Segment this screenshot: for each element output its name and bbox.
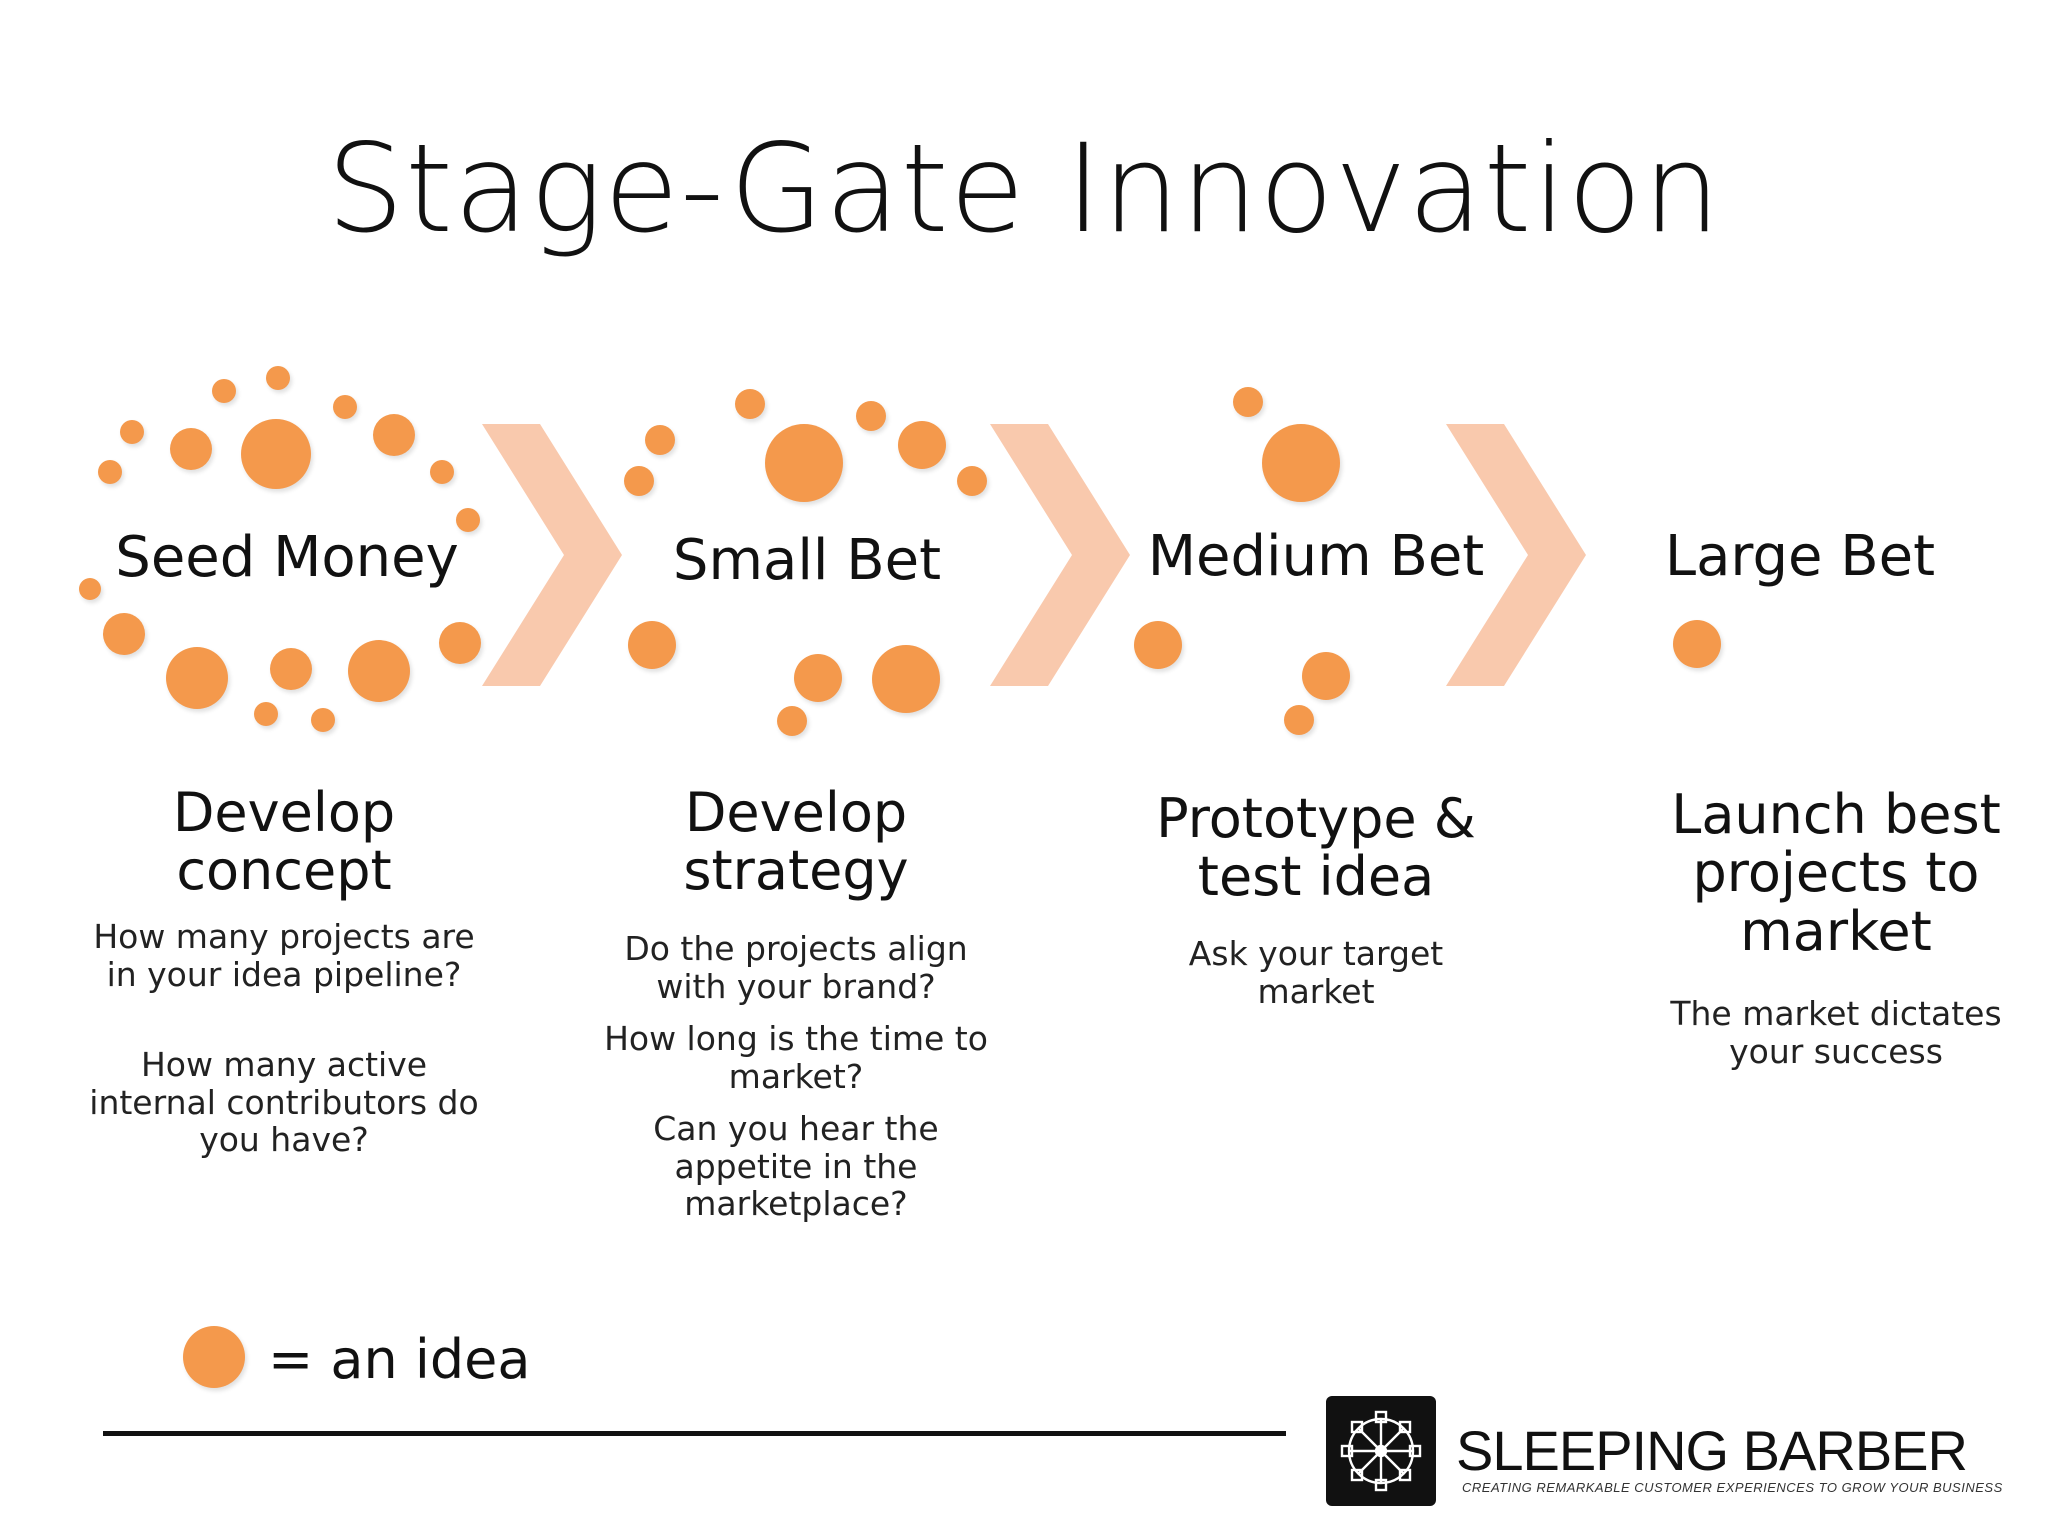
network-wheel-icon [1326, 1396, 1436, 1506]
legend-idea-dot [183, 1326, 245, 1388]
brand-name: SLEEPING BARBER [1456, 1419, 1968, 1482]
stage-question: How many projects are in your idea pipel… [93, 917, 475, 994]
idea-dot [79, 578, 101, 600]
idea-dot [1134, 621, 1182, 669]
stage-question: How long is the time to market? [604, 1019, 988, 1096]
idea-dot [430, 460, 454, 484]
idea-dot [170, 428, 212, 470]
chevron-arrow-3 [1446, 424, 1586, 686]
brand-tagline: CREATING REMARKABLE CUSTOMER EXPERIENCES… [1462, 1480, 2003, 1495]
idea-dot [439, 622, 481, 664]
idea-dot [856, 401, 886, 431]
idea-dot [1302, 652, 1350, 700]
slide-title: Stage-Gate Innovation [326, 118, 1722, 260]
idea-dot [777, 706, 807, 736]
idea-dot [628, 621, 676, 669]
stage-action-develop-concept: Develop concept [172, 781, 396, 903]
stage-action-launch: Launch best projects to market [1671, 783, 2001, 963]
idea-dot [456, 508, 480, 532]
idea-dot [120, 420, 144, 444]
idea-dot [765, 424, 843, 502]
idea-dot [311, 708, 335, 732]
stage-question: Ask your target market [1188, 934, 1444, 1011]
idea-dot [166, 647, 228, 709]
idea-dot [1673, 620, 1721, 668]
idea-dot [241, 419, 311, 489]
stage-question: The market dictates your success [1670, 994, 2002, 1071]
stage-question: How many active internal contributors do… [89, 1045, 479, 1160]
stage-label-small-bet: Small Bet [672, 528, 942, 593]
idea-dot [735, 389, 765, 419]
idea-dot [103, 613, 145, 655]
chevron-arrow-1 [482, 424, 622, 686]
idea-dot [624, 466, 654, 496]
idea-dot [645, 425, 675, 455]
chevron-arrow-2 [990, 424, 1130, 686]
idea-dot [872, 645, 940, 713]
idea-dot [373, 414, 415, 456]
stage-label-large-bet: Large Bet [1664, 524, 1936, 589]
stage-action-prototype-test: Prototype & test idea [1156, 787, 1476, 909]
stage-question: Can you hear the appetite in the marketp… [653, 1109, 939, 1224]
idea-dot [333, 395, 357, 419]
idea-dot [266, 366, 290, 390]
idea-dot [254, 702, 278, 726]
idea-dot [1233, 387, 1263, 417]
stage-label-medium-bet: Medium Bet [1147, 524, 1485, 589]
idea-dot [794, 654, 842, 702]
idea-dot [957, 466, 987, 496]
footer-divider [103, 1431, 1286, 1436]
idea-dot [1284, 705, 1314, 735]
idea-dot [348, 640, 410, 702]
idea-dot [270, 648, 312, 690]
stage-label-seed-money: Seed Money [115, 525, 459, 590]
stage-action-develop-strategy: Develop strategy [683, 781, 909, 903]
legend-text: = an idea [268, 1328, 531, 1391]
idea-dot [898, 421, 946, 469]
idea-dot [1262, 424, 1340, 502]
stage-question: Do the projects align with your brand? [624, 929, 968, 1006]
idea-dot [212, 379, 236, 403]
idea-dot [98, 460, 122, 484]
